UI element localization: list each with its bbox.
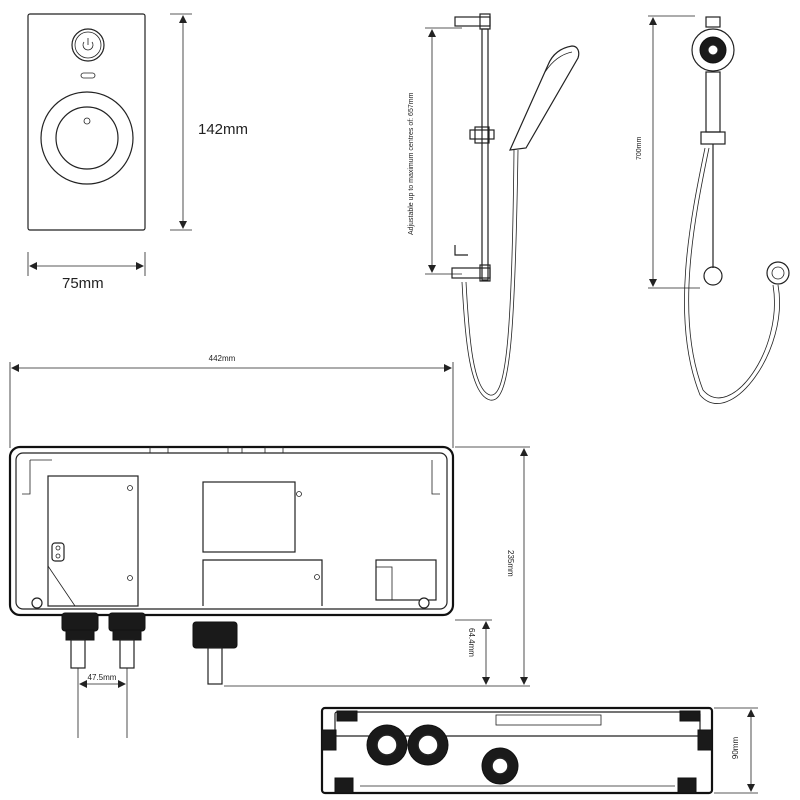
control-width-dimension: 75mm: [27, 252, 146, 292]
unit-height-dimension: 235mm: [224, 446, 530, 687]
temperature-dial: [40, 91, 134, 185]
shower-unit-bottom: [320, 706, 714, 795]
control-width-label: 75mm: [62, 275, 104, 292]
inlet-centres-dimension: 47.5mm: [77, 668, 128, 738]
unit-depth-dimension: 90mm: [714, 707, 758, 794]
shower-unit-front: [8, 445, 455, 617]
riser-rail-front: 700mm: [636, 15, 790, 404]
unit-width-label: 442mm: [209, 354, 236, 363]
unit-height-label: 235mm: [506, 550, 515, 577]
riser-adjustable-label: Adjustable up to maximum centres of: 657…: [408, 92, 415, 235]
unit-width-dimension: 442mm: [9, 354, 454, 448]
status-indicator: [80, 72, 96, 79]
control-height-dimension: 142mm: [170, 13, 248, 231]
inlet-centres-label: 47.5mm: [88, 673, 117, 682]
riser-height-label: 700mm: [636, 136, 643, 160]
power-icon: [82, 38, 94, 51]
outlet-drop-label: 64.4mm: [467, 628, 476, 657]
control-panel: [27, 13, 146, 231]
riser-rail-side: Adjustable up to maximum centres of: 657…: [408, 13, 580, 401]
unit-depth-label: 90mm: [731, 737, 740, 760]
inlet-connectors: [61, 612, 238, 685]
control-height-label: 142mm: [198, 121, 248, 138]
outlet-drop-dimension: 64.4mm: [455, 619, 492, 685]
